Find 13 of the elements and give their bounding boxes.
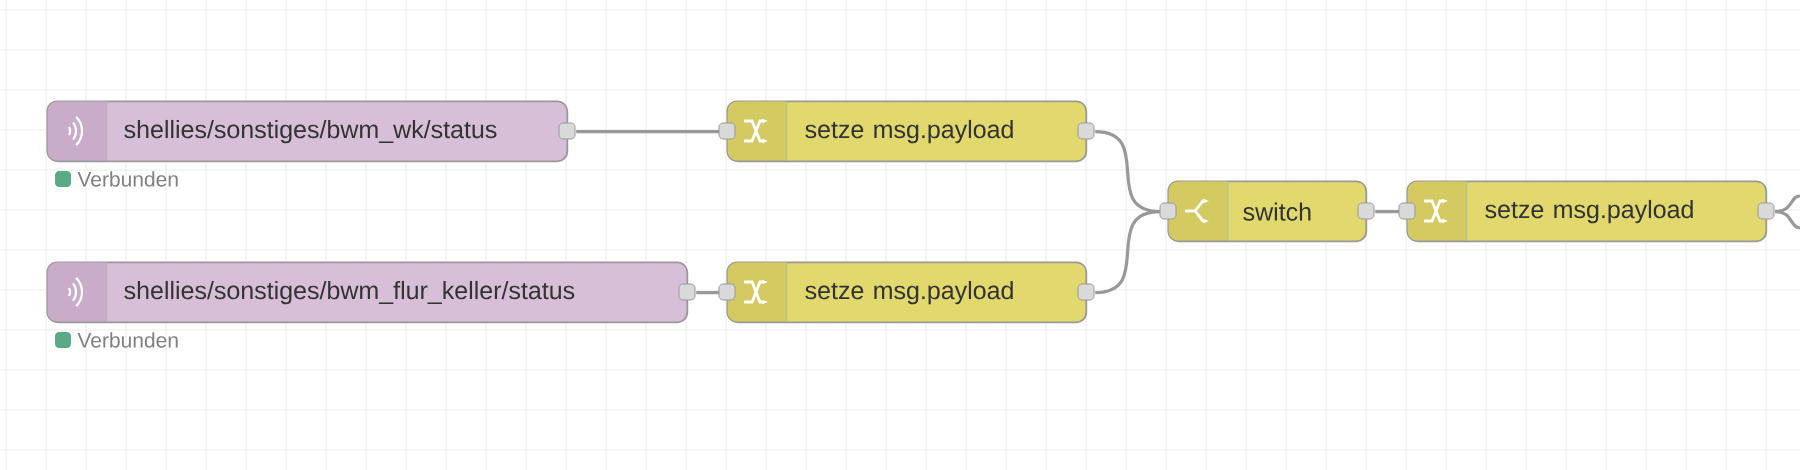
node-box: shellies/sonstiges/bwm_wk/status: [46, 100, 576, 163]
wire: [696, 291, 719, 295]
wire: [1775, 210, 1800, 230]
wire: [1375, 210, 1399, 214]
wire: [1095, 210, 1161, 295]
node-box: switch: [1159, 180, 1375, 243]
node-box: setze msg.payload: [718, 100, 1095, 163]
node-box: setze msg.payload: [718, 261, 1095, 324]
node-box: shellies/sonstiges/bwm_flur_keller/status: [46, 261, 696, 324]
wire: [576, 130, 719, 134]
status-label: Verbunden: [77, 171, 178, 187]
node-box: setze msg.payload: [1398, 180, 1775, 243]
status-label: Verbunden: [77, 332, 178, 348]
